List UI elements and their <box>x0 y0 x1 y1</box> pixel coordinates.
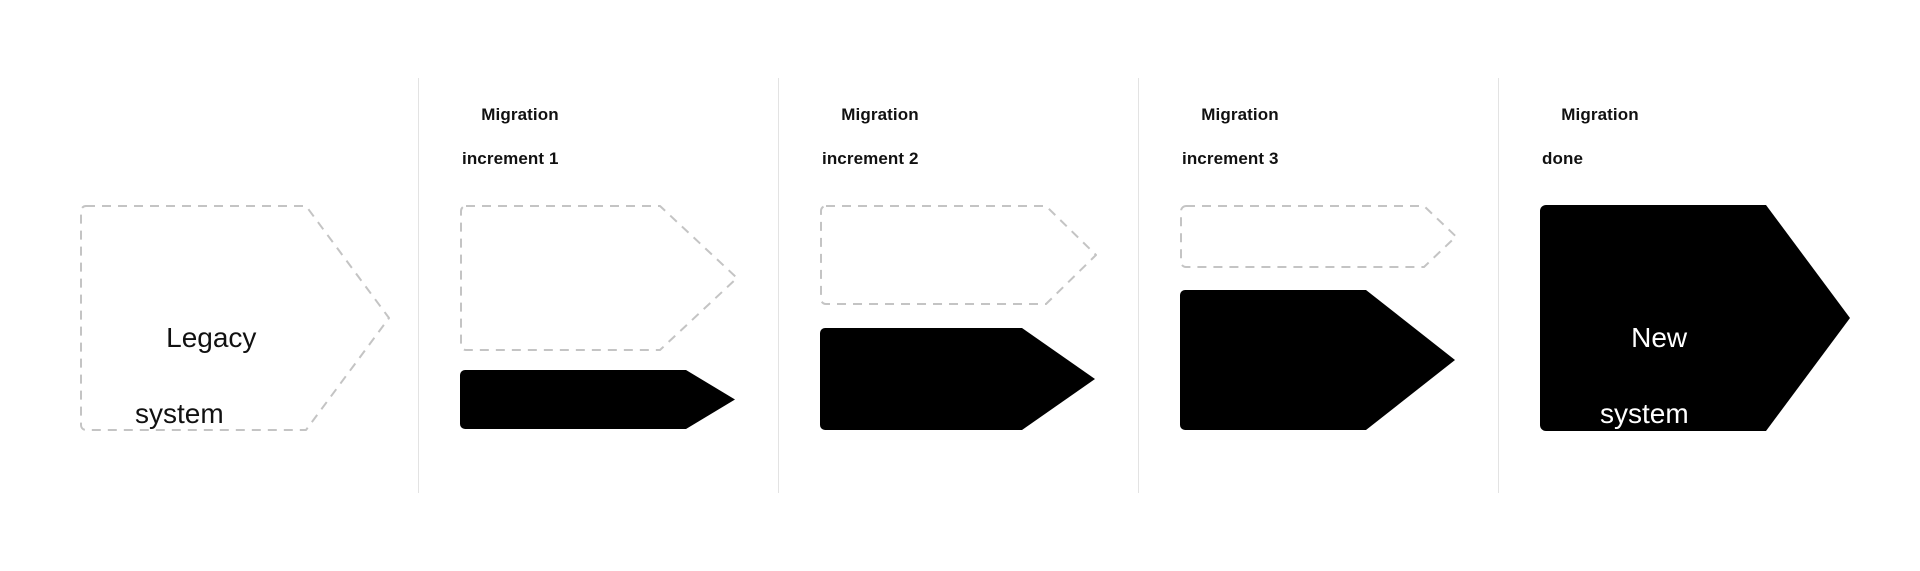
column-label-line2: done <box>1542 149 1584 168</box>
legacy-system-label: Legacy system <box>135 281 256 509</box>
column-label-line2: increment 3 <box>1182 149 1279 168</box>
column-label-line1: Migration <box>1561 105 1639 124</box>
legacy-system-label-line2: system <box>135 398 224 429</box>
new-system-label-line2: system <box>1600 398 1689 429</box>
column-label-line2: increment 2 <box>822 149 919 168</box>
increment-2-legacy-shape <box>820 205 1097 306</box>
column-divider-3 <box>1138 78 1139 493</box>
column-label-line2: increment 1 <box>462 149 559 168</box>
increment-3-legacy-shape <box>1180 205 1457 269</box>
column-label-increment-2: Migration increment 2 <box>822 82 919 214</box>
column-label-line1: Migration <box>841 105 919 124</box>
increment-1-new-shape <box>460 370 736 429</box>
new-system-label: New system <box>1600 281 1689 509</box>
increment-1-legacy-shape <box>460 205 738 351</box>
column-label-increment-1: Migration increment 1 <box>462 82 559 214</box>
increment-3-new-shape <box>1180 290 1456 430</box>
column-divider-2 <box>778 78 779 493</box>
column-label-line1: Migration <box>481 105 559 124</box>
column-label-migration-done: Migration done <box>1542 82 1639 214</box>
column-label-increment-3: Migration increment 3 <box>1182 82 1279 214</box>
increment-2-new-shape <box>820 328 1096 430</box>
legacy-system-shape <box>80 205 390 431</box>
column-divider-1 <box>418 78 419 493</box>
column-divider-4 <box>1498 78 1499 493</box>
legacy-system-label-line1: Legacy <box>166 322 257 353</box>
column-label-line1: Migration <box>1201 105 1279 124</box>
new-system-shape <box>1540 205 1850 431</box>
new-system-label-line1: New <box>1631 322 1688 353</box>
